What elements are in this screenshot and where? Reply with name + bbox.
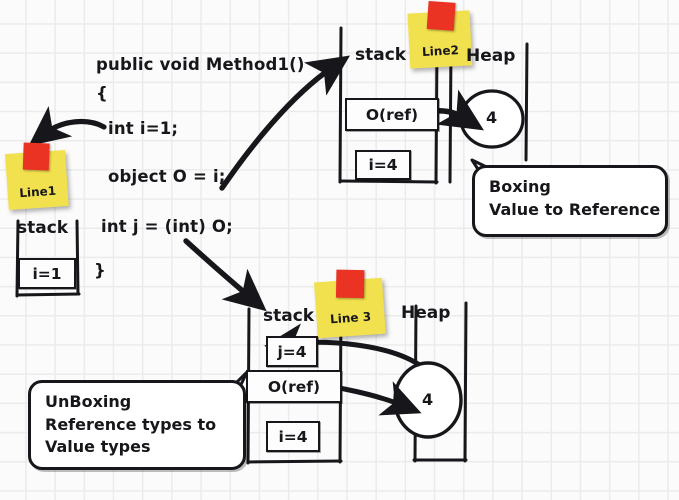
line3-slot-j: j=4 bbox=[266, 336, 318, 367]
code-line-open-brace: { bbox=[96, 84, 108, 103]
code-line-int-j: int j = (int) O; bbox=[101, 217, 233, 236]
sticky-note-line2: Line2 bbox=[407, 0, 473, 73]
arrow-to-line3-stack bbox=[183, 238, 267, 312]
boxing-callout-line-1: Boxing bbox=[489, 177, 551, 196]
line1-stack-frame bbox=[15, 219, 81, 298]
sticky-tab-icon bbox=[335, 269, 365, 299]
line3-heap-label: Heap bbox=[401, 303, 451, 323]
line3-heap-value: 4 bbox=[422, 390, 434, 409]
code-line-signature: public void Method1() bbox=[96, 55, 305, 74]
sticky-tab-icon bbox=[22, 142, 50, 171]
line3-stack-label: stack bbox=[263, 306, 315, 326]
unboxing-callout: UnBoxing Reference types to Value types bbox=[28, 380, 246, 470]
code-line-object-o: object O = i; bbox=[108, 167, 226, 186]
line2-slot-i: i=4 bbox=[355, 150, 411, 180]
line2-slot-oref: O(ref) bbox=[345, 98, 439, 131]
sticky-note-line3: Line 3 bbox=[313, 269, 386, 343]
line3-slot-oref: O(ref) bbox=[246, 370, 342, 403]
unboxing-callout-line-1: UnBoxing bbox=[45, 392, 132, 411]
code-line-int-i: int i=1; bbox=[108, 119, 179, 138]
line2-stack-label: stack bbox=[355, 45, 407, 65]
boxing-callout: Boxing Value to Reference bbox=[472, 165, 668, 237]
unboxing-callout-line-2: Reference types to bbox=[45, 414, 217, 434]
boxing-callout-line-2: Value to Reference bbox=[489, 199, 661, 219]
line2-heap-label: Heap bbox=[466, 46, 516, 66]
line1-slot-i: i=1 bbox=[18, 258, 76, 289]
arrow-to-line1-stack bbox=[28, 106, 107, 147]
code-line-close-brace: } bbox=[94, 261, 106, 280]
line2-heap-value: 4 bbox=[486, 108, 498, 127]
sticky-note-line1: Line1 bbox=[4, 142, 69, 214]
line3-slot-i: i=4 bbox=[266, 421, 320, 452]
arrow-to-line2-stack bbox=[219, 55, 351, 191]
line1-stack-label: stack bbox=[17, 218, 69, 238]
unboxing-callout-line-3: Value types bbox=[45, 437, 151, 457]
sticky-tab-icon bbox=[426, 0, 456, 31]
